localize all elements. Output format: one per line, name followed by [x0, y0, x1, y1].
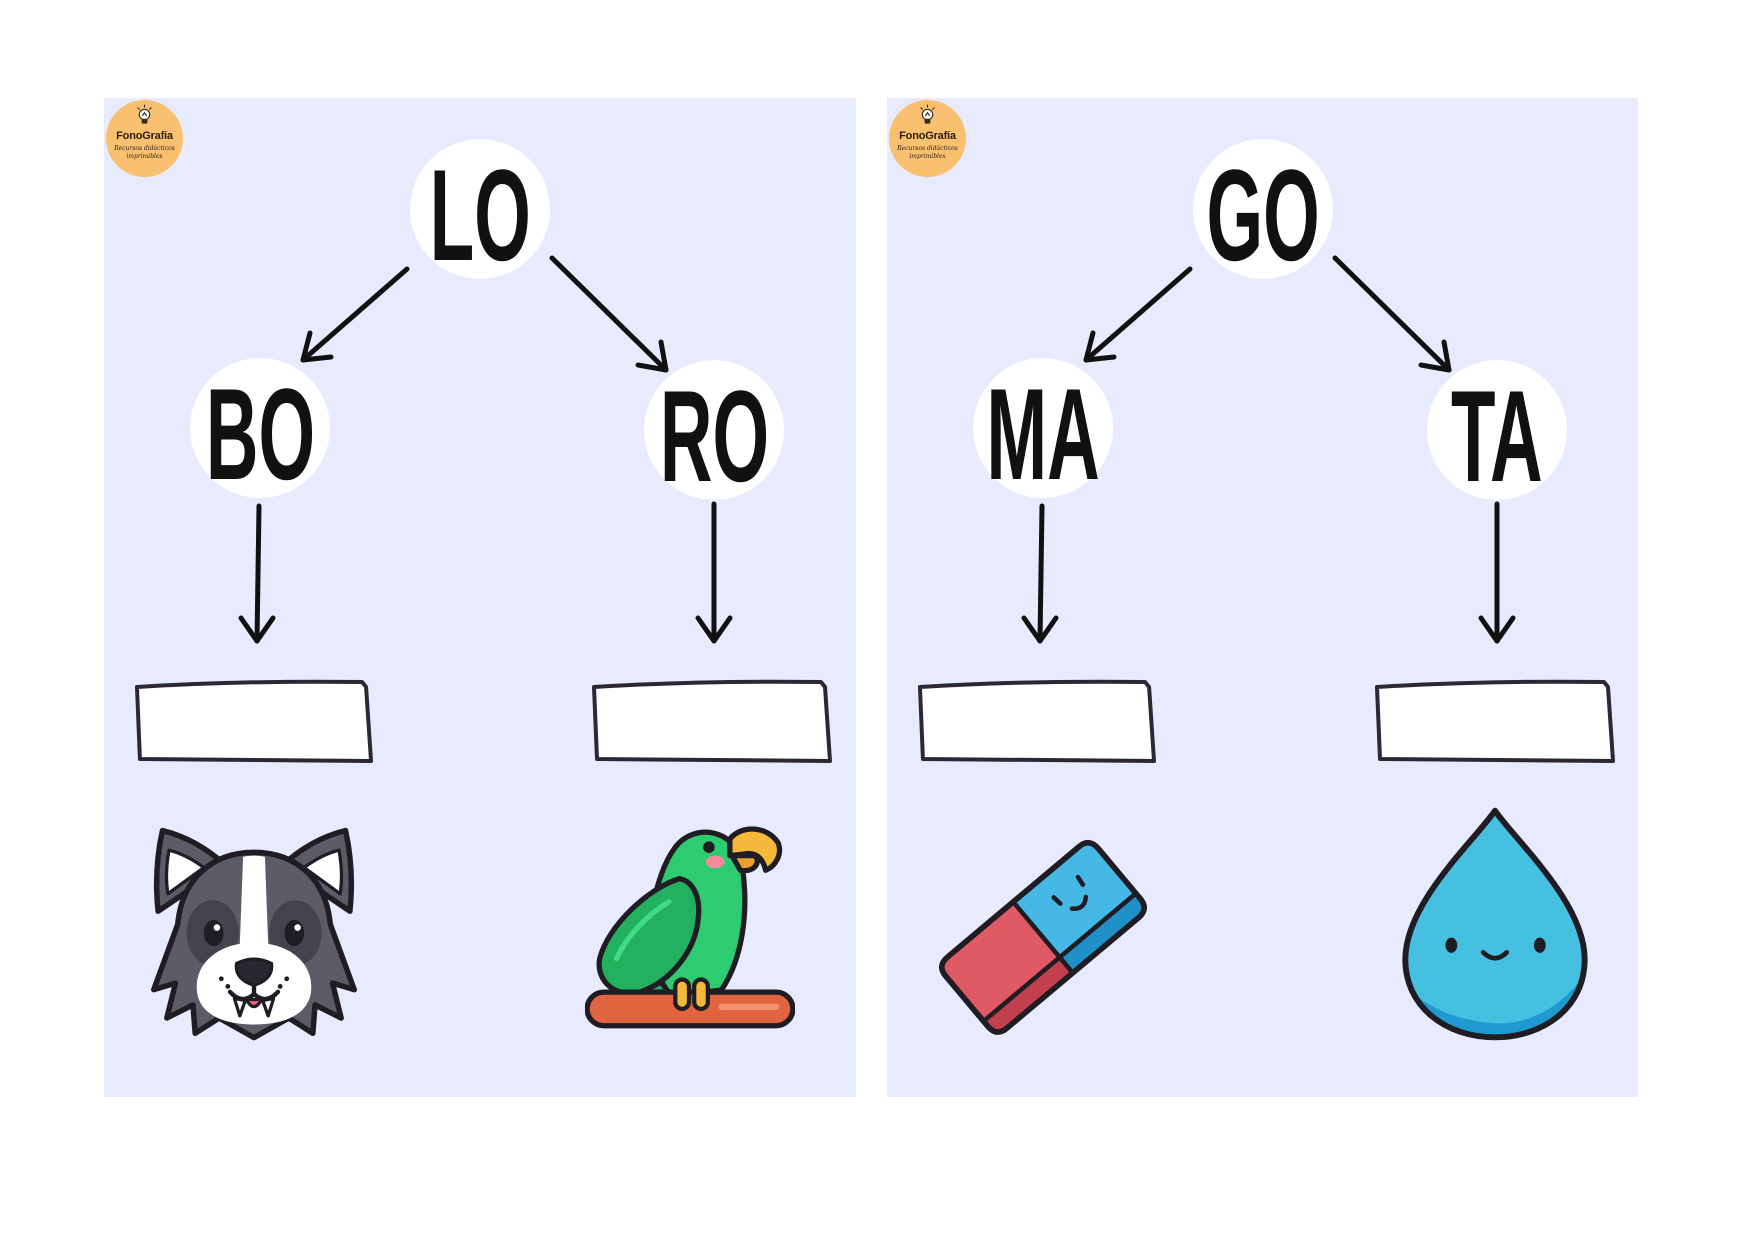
worksheet-card: FonoGrafía Recursos didácticos imprimibl…	[104, 98, 856, 1097]
arrow-to-left-syllable	[1083, 266, 1193, 363]
arrows-layer	[238, 255, 733, 644]
right-syllable-text: TA	[1451, 363, 1543, 509]
lightbulb-icon	[920, 104, 935, 124]
logo-tagline: Recursos didácticos	[897, 145, 958, 152]
fonografia-logo: FonoGrafía Recursos didácticos imprimibl…	[106, 100, 183, 177]
arrow-to-right-syllable	[1332, 255, 1452, 373]
left-syllable-text: BO	[205, 361, 315, 507]
logo-brand-text: FonoGrafía	[899, 130, 956, 142]
water-drop-icon	[1377, 806, 1613, 1042]
logo-tagline: Recursos didácticos	[114, 145, 175, 152]
left-syllable-text: MA	[986, 361, 1100, 507]
eraser-icon	[930, 821, 1156, 1047]
left-syllable-circle: BO	[190, 358, 330, 507]
right-syllable-text: RO	[659, 363, 769, 509]
lightbulb-icon	[137, 104, 152, 124]
arrow-to-left-answer-box	[1021, 503, 1059, 644]
top-syllable-circle: LO	[410, 139, 550, 288]
wolf-icon	[145, 824, 363, 1042]
arrow-to-left-answer-box	[238, 503, 276, 644]
answer-box-left	[915, 676, 1158, 765]
answer-box-right	[589, 676, 834, 765]
answer-box-left	[132, 676, 375, 765]
arrows-layer	[1021, 255, 1516, 644]
logo-tagline: imprimibles	[909, 153, 946, 160]
answer-box-right	[1372, 676, 1617, 765]
logo-tagline: imprimibles	[126, 153, 163, 160]
arrow-to-left-syllable	[300, 266, 410, 363]
logo-brand-text: FonoGrafía	[116, 130, 173, 142]
right-syllable-circle: RO	[644, 360, 784, 509]
top-syllable-text: GO	[1206, 142, 1320, 288]
top-syllable-circle: GO	[1193, 139, 1333, 288]
fonografia-logo: FonoGrafía Recursos didácticos imprimibl…	[889, 100, 966, 177]
arrow-to-right-syllable	[549, 255, 669, 373]
parrot-icon	[585, 822, 795, 1032]
top-syllable-text: LO	[429, 142, 531, 288]
arrow-to-right-answer-box	[695, 501, 733, 644]
left-syllable-circle: MA	[973, 358, 1113, 507]
worksheet-card: FonoGrafía Recursos didácticos imprimibl…	[887, 98, 1638, 1097]
arrow-to-right-answer-box	[1478, 501, 1516, 644]
right-syllable-circle: TA	[1427, 360, 1567, 509]
